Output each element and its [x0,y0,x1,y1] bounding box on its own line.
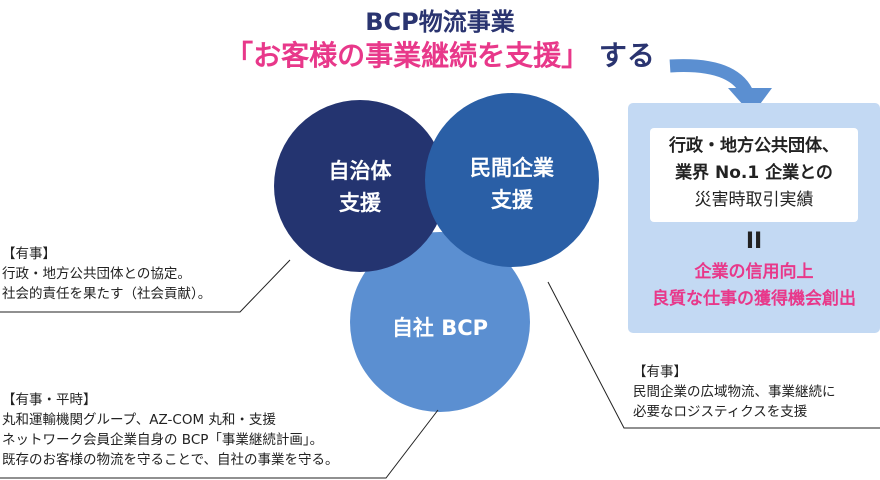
note-municipal: 【有事】 行政・地方公共団体との協定。 社会的責任を果たす（社会貢献）。 [2,244,211,304]
benefit-line: 良質な仕事の獲得機会創出 [652,289,856,309]
label-line: 支援 [491,188,533,212]
achievement-box: 行政・地方公共団体、 業界 No.1 企業との 災害時取引実績 [650,128,858,222]
note-line: 【有事】 [633,364,687,380]
achievement-line: 災害時取引実績 [694,190,814,210]
circle-own-label: 自社 BCP [391,316,489,340]
circle-municipal-label: 自治体 支援 [300,155,420,219]
arrow-head [728,88,772,115]
title-line2: 「お客様の事業継続を支援」 する [0,34,880,74]
achievement-line: 行政・地方公共団体、 [669,136,839,156]
label-line: 自治体 [328,159,392,183]
note-line: 【有事・平時】 [2,392,97,408]
note-line: 民間企業の広域物流、事業継続に [633,384,836,400]
label-line: 支援 [339,191,381,215]
equals-sign: II [745,229,763,254]
note-line: 【有事】 [2,246,56,262]
circle-private [425,93,599,267]
note-line: ネットワーク会員企業自身の BCP「事業継続計画」。 [2,432,324,448]
result-box: 行政・地方公共団体、 業界 No.1 企業との 災害時取引実績 II 企業の信用… [628,103,880,333]
circle-own-bcp [350,232,530,412]
label-line: 民間企業 [470,156,554,180]
note-line: 社会的責任を果たす（社会貢献）。 [2,286,212,302]
title-highlight: 「お客様の事業継続を支援」 [225,39,590,72]
note-line: 必要なロジスティクスを支援 [633,404,808,420]
note-own: 【有事・平時】 丸和運輸機関グループ、AZ-COM 丸和・支援 ネットワーク会員… [2,390,339,470]
leader-line-own [0,409,439,479]
circle-private-label: 民間企業 支援 [450,152,574,216]
benefits: 企業の信用向上 良質な仕事の獲得機会創出 [628,259,880,313]
note-line: 既存のお客様の物流を守ることで、自社の事業を守る。 [2,452,339,468]
achievement-line: 業界 No.1 企業との [675,163,833,183]
note-private: 【有事】 民間企業の広域物流、事業継続に 必要なロジスティクスを支援 [633,362,836,422]
title-suffix: する [589,39,655,72]
note-line: 丸和運輸機関グループ、AZ-COM 丸和・支援 [2,412,276,428]
leader-line-municipal [0,259,291,313]
title-line1: BCP物流事業 [365,8,515,36]
benefit-line: 企業の信用向上 [694,262,814,282]
leader-line-private [547,281,880,429]
note-line: 行政・地方公共団体との協定。 [2,266,191,282]
circle-municipal [274,100,446,272]
